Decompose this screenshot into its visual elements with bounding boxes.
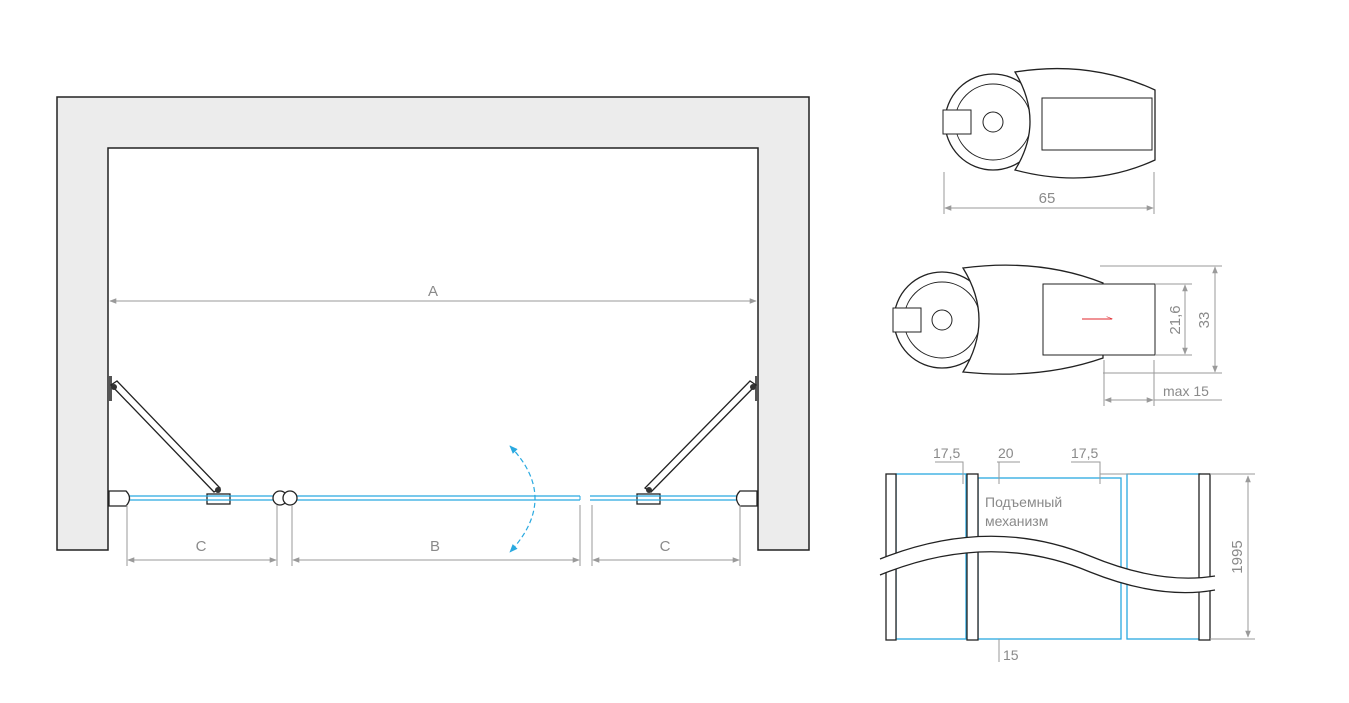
height-label: 1995 [1229, 540, 1246, 573]
glass-panels [125, 495, 745, 501]
dimension-b-label: B [430, 538, 440, 555]
lift-mechanism-line1: Подъемный [985, 494, 1062, 510]
plan-view: A [56, 96, 810, 566]
left-support-arm [108, 376, 231, 505]
wall [56, 96, 810, 551]
right-support-arm [636, 376, 759, 505]
lower-dimensions [126, 505, 741, 566]
wall-profiles [108, 490, 758, 507]
adjust-range-label: max 15 [1163, 383, 1209, 399]
inner-width-label: 21,6 [1167, 305, 1184, 334]
elevation-view: Подъемный механизм 17,5 20 17,5 15 1995 [879, 445, 1255, 663]
left-gap-label: 17,5 [933, 445, 960, 461]
mid-gap-label: 20 [998, 445, 1014, 461]
profile-open: 21,6 33 max 15 [892, 264, 1222, 406]
dimension-c-right-label: C [660, 538, 671, 555]
bottom-gap-label: 15 [1003, 647, 1019, 663]
outer-width-label: 33 [1196, 312, 1213, 329]
lift-mechanism-line2: механизм [985, 513, 1048, 529]
dimension-c-left-label: C [196, 538, 207, 555]
swing-arc-icon [509, 445, 536, 553]
profile-closed: 65 [942, 67, 1156, 214]
right-gap-label: 17,5 [1071, 445, 1098, 461]
dimension-a-label: A [428, 283, 438, 300]
profile-width-label: 65 [1039, 190, 1056, 207]
